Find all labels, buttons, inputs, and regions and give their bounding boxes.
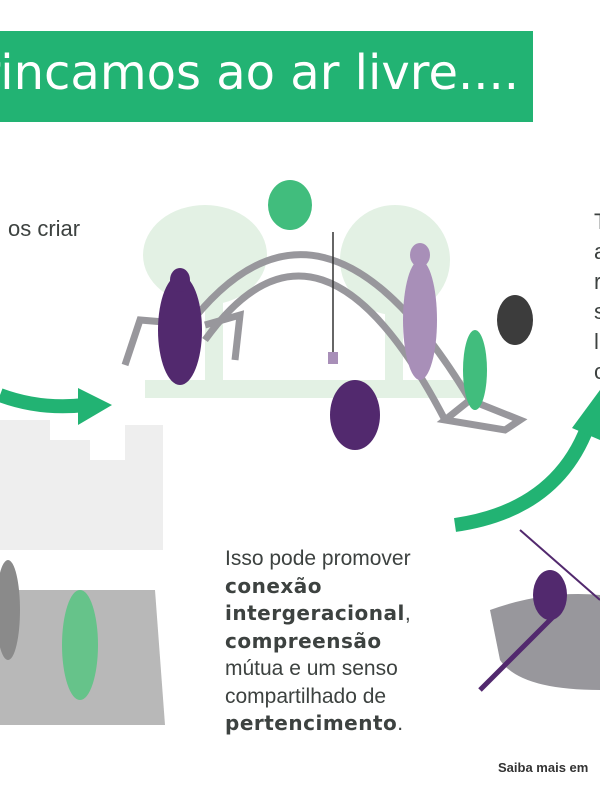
right-caption-fragment: T a r s l c	[594, 207, 600, 387]
title-banner: rincamos ao ar livre....	[0, 31, 533, 122]
pregnant-woman-figure	[158, 275, 202, 385]
fragment: a	[594, 237, 600, 267]
fragment: c	[594, 359, 600, 384]
fragment: r	[594, 269, 600, 294]
child-figure	[268, 180, 312, 230]
punctuation: .	[397, 712, 404, 735]
left-caption: os criar	[8, 216, 81, 241]
fragment: s	[594, 299, 600, 324]
arrow-head-icon	[78, 388, 112, 425]
caption-line: Isso pode promover	[225, 547, 411, 570]
caption-line: mútua e um senso	[225, 657, 398, 680]
arrow-head-icon	[572, 390, 600, 440]
child-hanging-figure	[497, 295, 533, 345]
people-silhouettes	[0, 180, 600, 725]
arrow-icon	[0, 388, 597, 532]
punctuation: ,	[404, 602, 411, 625]
child-climbing-figure	[463, 330, 487, 410]
adult-figure	[403, 260, 437, 380]
learn-more-link[interactable]: Saiba mais em	[498, 760, 589, 775]
city-illustration	[0, 420, 163, 550]
fragment: l	[594, 329, 599, 354]
elderly-figure	[62, 590, 98, 700]
crouching-figure	[330, 380, 380, 450]
fragment: T	[594, 207, 600, 237]
page-title: rincamos ao ar livre....	[0, 45, 519, 101]
highlight-connection: conexão	[225, 573, 323, 598]
rower-figure	[533, 570, 567, 620]
highlight-intergenerational: intergeracional	[225, 601, 405, 625]
main-caption: Isso pode promover conexão intergeracion…	[225, 545, 411, 738]
highlight-belonging: pertencimento	[225, 711, 398, 735]
caption-line: compartilhado de	[225, 684, 387, 708]
boat-illustration	[490, 594, 600, 690]
highlight-understanding: compreensão	[225, 628, 382, 653]
